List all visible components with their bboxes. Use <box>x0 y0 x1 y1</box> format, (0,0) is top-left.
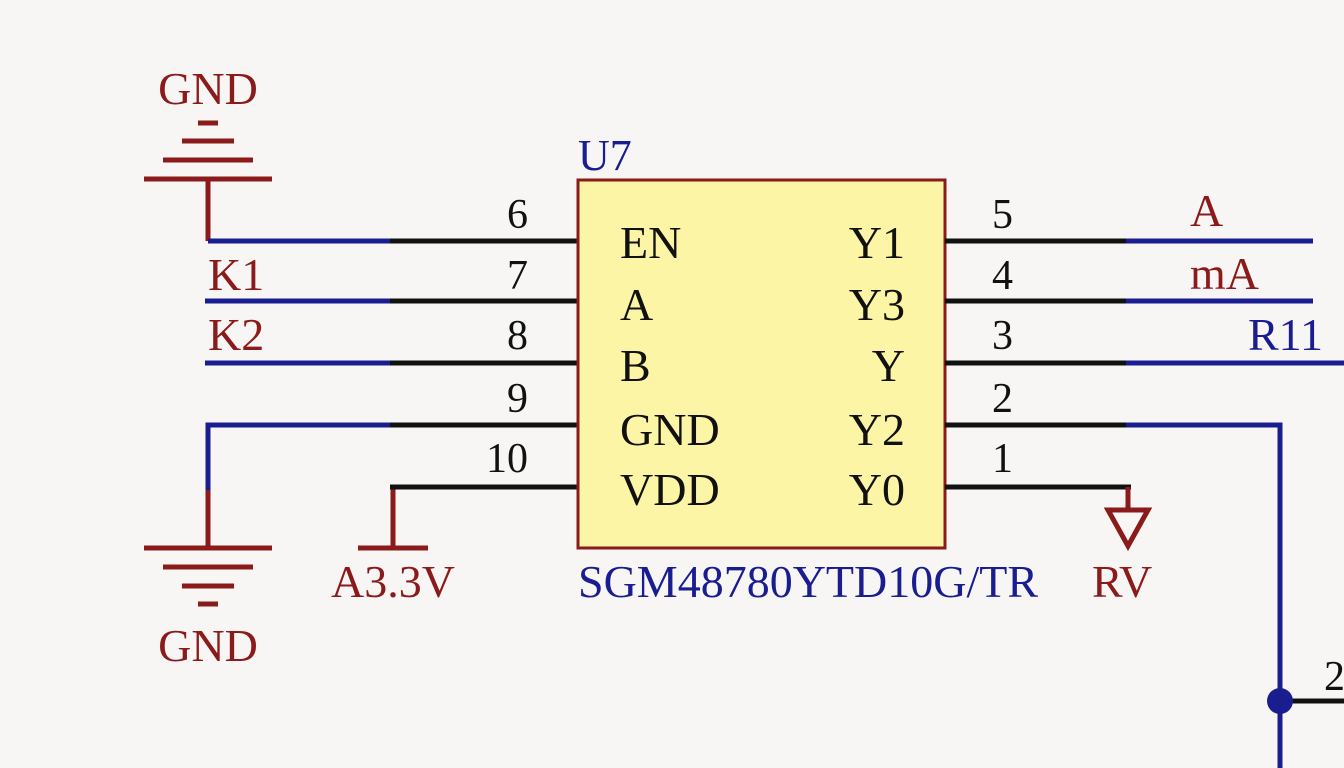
supply-label: RV <box>1092 556 1152 607</box>
ic-right-pin-names: Y1 Y3 Y Y2 Y0 <box>849 217 905 515</box>
pin-number-5: 5 <box>992 192 1013 238</box>
pin-number-9: 9 <box>507 376 528 422</box>
pin-name-y3: Y3 <box>849 279 905 330</box>
pin-number-1: 1 <box>992 436 1013 482</box>
left-net-labels: K1 K2 <box>208 249 264 360</box>
pin-number-7: 7 <box>507 253 528 299</box>
pin-name-vdd: VDD <box>620 464 720 515</box>
junction-dot <box>1267 688 1293 714</box>
gnd-bottom-label: GND <box>158 620 258 671</box>
ic-u7[interactable]: U7 SGM48780YTD10G/TR EN A B GND VDD Y1 Y… <box>576 131 1038 607</box>
pin-number-3: 3 <box>992 313 1013 359</box>
netlabel-r11: R11 <box>1248 309 1323 360</box>
netlabel-k2: K2 <box>208 309 264 360</box>
supply-arrow-icon <box>1103 507 1153 552</box>
gnd-symbol-bottom: GND <box>144 490 272 671</box>
netlabel-ma: mA <box>1190 248 1259 299</box>
ic-designator: U7 <box>578 131 632 180</box>
pin-name-y2: Y2 <box>849 404 905 455</box>
netlabel-a: A <box>1190 185 1223 236</box>
right-pins <box>945 238 1131 490</box>
pin-name-y0: Y0 <box>849 464 905 515</box>
ic-left-pin-names: EN A B GND VDD <box>620 217 720 515</box>
wire-y2-net <box>1126 422 1283 768</box>
ic-part-number: SGM48780YTD10G/TR <box>578 556 1038 607</box>
edge-pin-number: 2 <box>1324 654 1344 700</box>
netlabel-k1: K1 <box>208 249 264 300</box>
right-wires <box>1126 238 1344 768</box>
a33v-label: A3.3V <box>331 556 455 607</box>
a33v-power-symbol: A3.3V <box>331 487 455 607</box>
pin-number-6: 6 <box>507 192 528 238</box>
left-pin-numbers: 6 7 8 9 10 <box>486 192 528 482</box>
pin-number-10: 10 <box>486 436 528 482</box>
pin-number-4: 4 <box>992 253 1013 299</box>
pin-number-2: 2 <box>992 376 1013 422</box>
pin-name-y1: Y1 <box>849 217 905 268</box>
pin-name-a: A <box>620 279 653 330</box>
pin-name-en: EN <box>620 217 681 268</box>
pin-name-y: Y <box>872 340 905 391</box>
gnd-symbol-top: GND <box>144 63 272 241</box>
ic-body[interactable] <box>576 178 947 550</box>
right-supply-symbol: RV <box>1092 487 1153 607</box>
left-pins <box>390 238 580 490</box>
right-pin-numbers: 5 4 3 2 1 <box>992 192 1013 482</box>
pin-name-gnd: GND <box>620 404 720 455</box>
wire-gnd-net <box>205 422 393 490</box>
pin-name-b: B <box>620 340 651 391</box>
right-net-labels: A mA <box>1190 185 1259 299</box>
left-wires <box>205 238 393 490</box>
pin-number-8: 8 <box>507 313 528 359</box>
gnd-top-label: GND <box>158 63 258 114</box>
